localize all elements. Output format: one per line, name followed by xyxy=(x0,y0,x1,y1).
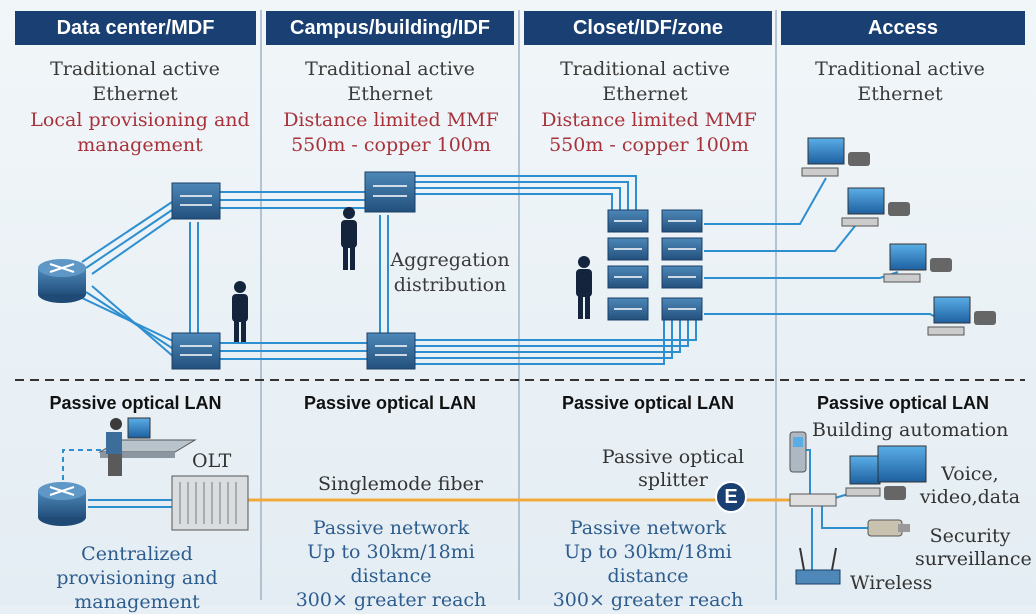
passive-network-line: Passive network xyxy=(312,517,470,539)
olt-label: OLT xyxy=(192,450,232,472)
operator-desk-icon xyxy=(98,417,197,476)
olt-chassis-icon xyxy=(171,475,249,531)
singlemode-fiber-label: Singlemode fiber xyxy=(318,473,483,495)
traditional-ethernet-label: Traditional active Ethernet xyxy=(305,58,475,105)
passive-network-line: Up to 30km/18mi distance xyxy=(307,541,475,587)
passive-network-note: Passive network Up to 30km/18mi distance… xyxy=(522,516,774,612)
passive-network-line: 300× greater reach xyxy=(295,589,487,611)
security-camera-icon xyxy=(867,519,910,537)
pol-title: Passive optical LAN xyxy=(561,393,735,413)
ont-device-icon xyxy=(789,493,837,507)
passive-network-line: 300× greater reach xyxy=(552,589,744,611)
desktop-phone-icon xyxy=(883,243,952,283)
ethernet-cables xyxy=(81,175,946,573)
wireless-router-icon xyxy=(795,547,841,585)
header-campus: Campus/building/IDF xyxy=(266,11,514,45)
centralized-provisioning-note: Centralized provisioning and management xyxy=(56,543,218,613)
person-icon xyxy=(341,207,357,270)
header-access: Access xyxy=(781,11,1025,45)
core-switch-bottom-icon xyxy=(171,332,221,370)
splitter-letter: E xyxy=(724,486,738,508)
distance-limited-note: Distance limited MMF 550m - copper 100m xyxy=(541,109,757,156)
core-switch-top-icon xyxy=(171,182,221,220)
voice-video-data-label: Voice, video,data xyxy=(919,463,1021,508)
voice-video-desktop-icon xyxy=(845,445,927,500)
aggregation-distribution-label: Aggregation distribution xyxy=(390,249,510,296)
campus-switch-top-icon xyxy=(364,171,416,213)
desktop-phone-icon xyxy=(927,296,996,336)
desktop-phone-icon xyxy=(841,187,910,227)
pon-router-icon xyxy=(38,482,86,526)
security-surveillance-label: Security surveillance xyxy=(915,525,1032,570)
header-closet: Closet/IDF/zone xyxy=(524,11,772,45)
pol-title: Passive optical LAN xyxy=(49,393,222,413)
campus-switch-bottom-icon xyxy=(366,332,416,370)
building-automation-label: Building automation xyxy=(812,419,1009,441)
column-dividers xyxy=(260,10,777,600)
wireless-label: Wireless xyxy=(850,572,933,594)
pol-title: Passive optical LAN xyxy=(816,393,990,413)
person-icon xyxy=(232,281,248,342)
pol-title: Passive optical LAN xyxy=(303,393,477,413)
optical-splitter-icon xyxy=(715,481,747,513)
switch-arrows xyxy=(180,185,696,356)
traditional-ethernet-label: Traditional active Ethernet xyxy=(560,58,730,105)
traditional-ethernet-label: Traditional active Ethernet xyxy=(50,58,220,105)
building-automation-icon xyxy=(789,431,807,473)
distance-limited-note: Distance limited MMF 550m - copper 100m xyxy=(283,109,499,156)
core-router-icon xyxy=(38,259,86,303)
passive-network-line: Passive network xyxy=(569,517,727,539)
local-provisioning-note: Local provisioning and management xyxy=(30,109,250,156)
person-icon xyxy=(576,256,592,319)
passive-network-line: Up to 30km/18mi distance xyxy=(564,541,732,587)
splitter-label: Passive optical splitter xyxy=(601,446,745,491)
header-data-center: Data center/MDF xyxy=(15,11,256,45)
traditional-ethernet-label: Traditional active Ethernet xyxy=(815,58,985,105)
desktop-phone-icon xyxy=(801,137,870,177)
passive-network-note: Passive network Up to 30km/18mi distance… xyxy=(266,516,516,612)
olt-management-link xyxy=(62,449,105,480)
